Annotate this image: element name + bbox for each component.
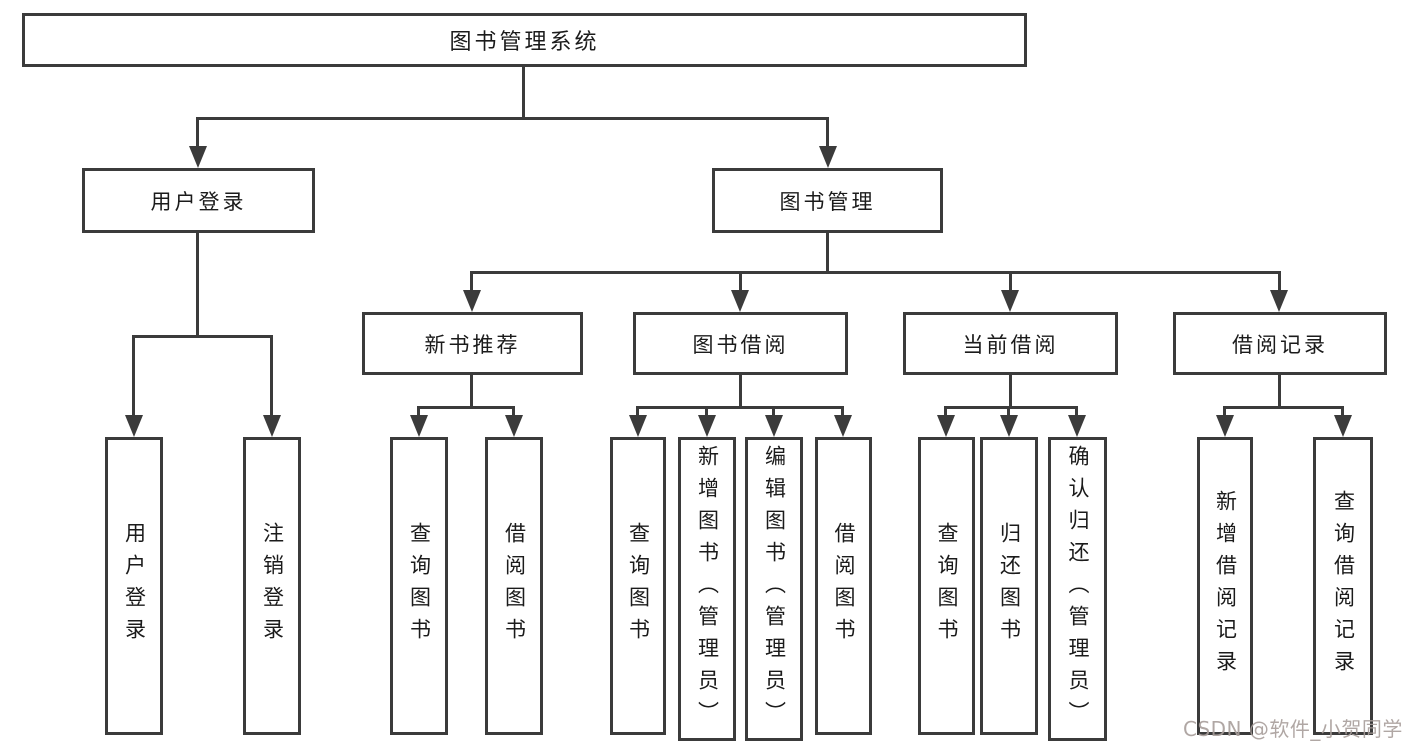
node-user-login: 用户登录 (82, 168, 315, 233)
connector-arrowhead (263, 415, 281, 437)
leaf-label: 注销登录 (260, 522, 285, 650)
node-current-borrowing: 当前借阅 (903, 312, 1118, 375)
connector-line (417, 406, 515, 409)
node-label: 图书借阅 (692, 332, 789, 357)
node-new-book-recommendation: 新书推荐 (362, 312, 583, 375)
node-borrowing-records: 借阅记录 (1173, 312, 1387, 375)
connector-line (196, 231, 199, 337)
connector-line (1075, 406, 1078, 418)
connector-line (1341, 406, 1344, 418)
connector-line (470, 373, 473, 408)
connector-arrowhead (1001, 290, 1019, 312)
leaf-label: 查询借阅记录 (1331, 490, 1356, 682)
connector-arrowhead (1334, 415, 1352, 437)
connector-line (196, 117, 829, 120)
leaf-logout-login: 注销登录 (243, 437, 301, 735)
leaf-confirm-return-admin: 确认归还（管理员） (1048, 437, 1107, 741)
node-label: 图书管理系统 (449, 30, 600, 55)
leaf-add-borrow-record: 新增借阅记录 (1197, 437, 1253, 735)
leaf-label: 确认归还（管理员） (1066, 445, 1091, 733)
connector-arrowhead (463, 290, 481, 312)
leaf-add-books-admin: 新增图书（管理员） (678, 437, 736, 741)
leaf-label: 查询图书 (626, 522, 651, 650)
connector-line (1278, 271, 1281, 293)
leaf-borrow-books-borrowing: 借阅图书 (815, 437, 872, 735)
connector-line (739, 373, 742, 408)
connector-arrowhead (189, 146, 207, 168)
connector-arrowhead (505, 415, 523, 437)
watermark: CSDN @软件_小贺同学 (1183, 717, 1403, 741)
connector-arrowhead (765, 415, 783, 437)
node-label: 用户登录 (150, 189, 247, 214)
leaf-label: 用户登录 (122, 522, 147, 650)
leaf-label: 新增图书（管理员） (695, 445, 720, 733)
connector-line (132, 335, 135, 417)
connector-line (705, 406, 708, 418)
connector-arrowhead (629, 415, 647, 437)
connector-arrowhead (819, 146, 837, 168)
leaf-label: 借阅图书 (502, 522, 527, 650)
connector-arrowhead (125, 415, 143, 437)
leaf-borrow-books-recommend: 借阅图书 (485, 437, 543, 735)
connector-line (132, 335, 273, 338)
connector-line (270, 335, 273, 417)
leaf-edit-books-admin: 编辑图书（管理员） (745, 437, 803, 741)
connector-line (841, 406, 844, 418)
node-label: 图书管理 (779, 189, 876, 214)
connector-line (1009, 271, 1012, 293)
leaf-label: 查询图书 (935, 522, 960, 650)
node-label: 当前借阅 (962, 332, 1059, 357)
connector-line (512, 406, 515, 418)
connector-arrowhead (731, 290, 749, 312)
connector-line (772, 406, 775, 418)
connector-arrowhead (1068, 415, 1086, 437)
node-book-borrowing: 图书借阅 (633, 312, 848, 375)
leaf-query-borrow-record: 查询借阅记录 (1313, 437, 1373, 735)
connector-arrowhead (698, 415, 716, 437)
connector-line (1007, 406, 1010, 418)
leaf-query-books-borrowing: 查询图书 (610, 437, 666, 735)
leaf-label: 查询图书 (407, 522, 432, 650)
connector-line (1223, 406, 1344, 409)
connector-line (470, 271, 1281, 274)
leaf-query-books-current: 查询图书 (918, 437, 975, 735)
leaf-label: 编辑图书（管理员） (762, 445, 787, 733)
connector-line (826, 117, 829, 150)
connector-line (944, 406, 947, 418)
leaf-query-books-recommend: 查询图书 (390, 437, 448, 735)
connector-arrowhead (834, 415, 852, 437)
connector-line (1009, 373, 1012, 408)
connector-line (944, 406, 1078, 409)
connector-arrowhead (410, 415, 428, 437)
connector-line (417, 406, 420, 418)
leaf-label: 新增借阅记录 (1213, 490, 1238, 682)
connector-line (196, 117, 199, 150)
connector-line (470, 271, 473, 293)
connector-line (1278, 373, 1281, 408)
connector-arrowhead (1000, 415, 1018, 437)
leaf-return-books: 归还图书 (980, 437, 1038, 735)
connector-line (1223, 406, 1226, 418)
connector-line (739, 271, 742, 293)
node-label: 新书推荐 (424, 332, 521, 357)
connector-line (826, 231, 829, 273)
leaf-user-login: 用户登录 (105, 437, 163, 735)
node-label: 借阅记录 (1232, 332, 1328, 357)
node-book-management: 图书管理 (712, 168, 943, 233)
connector-line (636, 406, 639, 418)
node-library-management-system: 图书管理系统 (22, 13, 1027, 67)
connector-arrowhead (1216, 415, 1234, 437)
connector-arrowhead (1270, 290, 1288, 312)
connector-line (522, 66, 525, 119)
leaf-label: 归还图书 (997, 522, 1022, 650)
connector-line (636, 406, 844, 409)
leaf-label: 借阅图书 (832, 522, 857, 650)
connector-arrowhead (937, 415, 955, 437)
